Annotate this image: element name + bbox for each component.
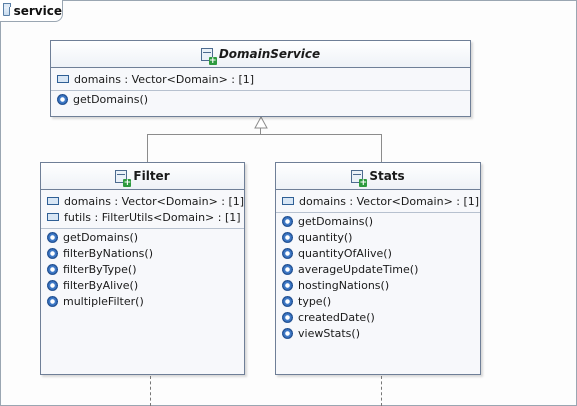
class-icon [115, 169, 132, 187]
operation-label: quantityOfAlive() [298, 246, 392, 260]
attribute-label: futils : FilterUtils<Domain> : [1] [64, 210, 241, 224]
operation-label: hostingNations() [298, 278, 390, 292]
operation-label: getDomains() [73, 92, 149, 106]
operation-icon [47, 263, 58, 275]
class-icon [351, 169, 368, 187]
operation-label: getDomains() [298, 214, 374, 228]
attribute-icon [57, 75, 69, 83]
operation-label: filterByType() [63, 262, 137, 276]
operation-icon [282, 295, 293, 307]
attribute-row[interactable]: domains : Vector<Domain> : [1] [47, 193, 244, 209]
operation-icon [282, 263, 293, 275]
operation-icon [282, 215, 293, 227]
generalization-arrowhead [254, 116, 268, 129]
dependency-line-stats [381, 376, 382, 406]
operation-icon [47, 247, 58, 259]
operation-row[interactable]: viewStats() [282, 325, 474, 341]
class-domainservice[interactable]: DomainService domains : Vector<Domain> :… [50, 40, 471, 117]
attributes-compartment: domains : Vector<Domain> : [1] [276, 190, 480, 213]
operation-icon [47, 279, 58, 291]
operation-row[interactable]: getDomains() [57, 91, 464, 107]
operation-label: multipleFilter() [63, 294, 144, 308]
attribute-label: domains : Vector<Domain> : [1] [299, 194, 480, 208]
class-name: Filter [133, 169, 170, 183]
operation-icon [47, 231, 58, 243]
operation-label: type() [298, 294, 332, 308]
operation-label: createdDate() [298, 310, 375, 324]
operation-label: viewStats() [298, 326, 360, 340]
class-header: Stats [276, 163, 480, 190]
operations-compartment: getDomains() [51, 91, 470, 110]
operation-label: averageUpdateTime() [298, 262, 419, 276]
operation-row[interactable]: getDomains() [47, 229, 238, 245]
package-tab[interactable]: service [0, 0, 63, 22]
operation-icon [282, 279, 293, 291]
generalization-bar [147, 134, 381, 135]
operation-row[interactable]: filterByNations() [47, 245, 238, 261]
class-icon [200, 47, 217, 65]
operation-row[interactable]: averageUpdateTime() [282, 261, 474, 277]
operation-row[interactable]: createdDate() [282, 309, 474, 325]
operations-compartment: getDomains() quantity() quantityOfAlive(… [276, 213, 480, 344]
class-filter[interactable]: Filter domains : Vector<Domain> : [1] fu… [40, 162, 245, 375]
class-name: Stats [369, 169, 405, 183]
operation-row[interactable]: type() [282, 293, 474, 309]
operation-label: quantity() [298, 230, 353, 244]
attribute-label: domains : Vector<Domain> : [1] [74, 72, 255, 86]
operation-icon [282, 247, 293, 259]
attributes-compartment: domains : Vector<Domain> : [1] [51, 68, 470, 91]
operation-icon [282, 327, 293, 339]
class-stats[interactable]: Stats domains : Vector<Domain> : [1] get… [275, 162, 481, 375]
generalization-left-drop [147, 134, 148, 163]
package-name: service [13, 3, 62, 18]
operation-row[interactable]: hostingNations() [282, 277, 474, 293]
class-name: DomainService [218, 47, 321, 61]
operation-row[interactable]: filterByType() [47, 261, 238, 277]
operation-icon [47, 295, 58, 307]
operation-icon [282, 231, 293, 243]
attribute-label: domains : Vector<Domain> : [1] [64, 194, 245, 208]
generalization-stem [260, 128, 261, 134]
operation-row[interactable]: quantityOfAlive() [282, 245, 474, 261]
attribute-icon [282, 197, 294, 205]
operations-compartment: getDomains() filterByNations() filterByT… [41, 229, 244, 312]
operation-row[interactable]: multipleFilter() [47, 293, 238, 309]
package-icon [3, 2, 11, 16]
generalization-right-drop [381, 134, 382, 163]
operation-row[interactable]: filterByAlive() [47, 277, 238, 293]
class-header: Filter [41, 163, 244, 190]
class-header: DomainService [51, 41, 470, 68]
operation-icon [282, 311, 293, 323]
operation-label: filterByNations() [63, 246, 153, 260]
operation-label: getDomains() [63, 230, 139, 244]
operation-row[interactable]: quantity() [282, 229, 474, 245]
attributes-compartment: domains : Vector<Domain> : [1] futils : … [41, 190, 244, 229]
attribute-icon [47, 213, 59, 221]
dependency-line-filter [150, 376, 151, 406]
attribute-icon [47, 197, 59, 205]
attribute-row[interactable]: domains : Vector<Domain> : [1] [57, 71, 464, 87]
operation-label: filterByAlive() [63, 278, 139, 292]
operation-icon [57, 93, 68, 105]
attribute-row[interactable]: domains : Vector<Domain> : [1] [282, 193, 479, 209]
attribute-row[interactable]: futils : FilterUtils<Domain> : [1] [47, 209, 241, 225]
operation-row[interactable]: getDomains() [282, 213, 474, 229]
